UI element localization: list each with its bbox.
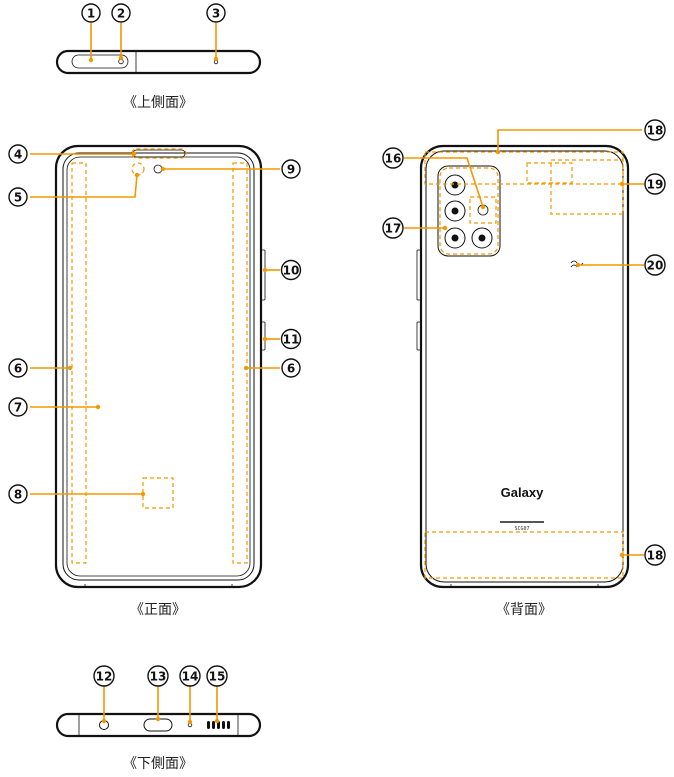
callout-5: 5 <box>8 187 28 207</box>
leader-16 <box>404 157 484 208</box>
top-side-view: 1 2 3 《上側面》 <box>55 3 262 111</box>
callout-20: 20 <box>644 254 666 276</box>
bottom-view-label: 《下側面》 <box>123 756 193 772</box>
rear-camera-1 <box>444 174 466 196</box>
callout-7: 7 <box>8 397 28 417</box>
regulatory-print-line <box>500 521 544 523</box>
svg-text:20: 20 <box>647 259 664 273</box>
side-key <box>260 321 266 351</box>
callout-14: 14 <box>179 665 201 687</box>
front-bezel <box>62 152 255 581</box>
back-right-antenna-area <box>550 159 624 215</box>
receiver-area <box>131 148 187 159</box>
leader-5 <box>30 174 138 198</box>
front-body <box>54 144 263 589</box>
svg-text:14: 14 <box>182 670 199 684</box>
svg-text:10: 10 <box>283 264 300 278</box>
leader-3-dot <box>213 56 219 62</box>
callout-1: 1 <box>81 3 101 23</box>
sim-tray <box>71 54 129 69</box>
callout-9: 9 <box>281 159 301 179</box>
svg-text:9: 9 <box>287 163 295 177</box>
callout-4: 4 <box>8 144 28 164</box>
flash-area <box>469 196 497 224</box>
back-side-key <box>416 321 422 351</box>
svg-text:19: 19 <box>647 178 664 192</box>
svg-text:8: 8 <box>14 488 22 502</box>
svg-text:11: 11 <box>283 333 300 347</box>
callout-19: 19 <box>644 173 666 195</box>
brand-logo: Galaxy <box>501 485 544 500</box>
back-inner-area <box>526 162 573 184</box>
callout-18-top: 18 <box>644 119 666 141</box>
callout-10: 10 <box>280 259 302 281</box>
back-panel <box>425 150 624 583</box>
callout-2: 2 <box>111 3 131 23</box>
callout-6-left: 6 <box>8 358 28 378</box>
svg-text:1: 1 <box>87 7 95 21</box>
volume-key <box>260 249 266 301</box>
svg-text:2: 2 <box>117 7 125 21</box>
callout-11: 11 <box>280 328 302 350</box>
back-volume-key <box>416 249 422 301</box>
svg-text:17: 17 <box>385 222 402 236</box>
callout-16: 16 <box>382 147 404 169</box>
svg-text:15: 15 <box>209 670 226 684</box>
callout-8: 8 <box>8 484 28 504</box>
back-view: Galaxy SCG07 18 16 17 <box>382 119 666 618</box>
top-side-body <box>55 49 262 75</box>
leader-18-top <box>497 129 642 152</box>
svg-text:7: 7 <box>14 401 22 415</box>
leader-1-dot <box>88 57 94 63</box>
speaker-grille <box>207 721 230 729</box>
antenna-area-right <box>232 162 248 564</box>
callout-17: 17 <box>382 217 404 239</box>
svg-text:13: 13 <box>150 670 167 684</box>
back-view-label: 《背面》 <box>496 602 552 618</box>
svg-text:6: 6 <box>287 362 295 376</box>
svg-text:4: 4 <box>14 148 22 162</box>
svg-text:3: 3 <box>212 7 220 21</box>
rear-camera-3 <box>444 227 466 249</box>
callout-13: 13 <box>147 665 169 687</box>
callout-18-bottom: 18 <box>644 544 666 566</box>
front-view-label: 《正面》 <box>130 602 186 618</box>
antenna-area-left <box>71 162 87 564</box>
front-view: 4 5 6 7 8 9 10 11 <box>8 144 302 618</box>
leader-2-dot <box>118 55 124 61</box>
svg-text:5: 5 <box>14 191 22 205</box>
bottom-side-view: 12 13 14 15 《下側面》 <box>55 665 262 772</box>
svg-text:12: 12 <box>96 670 113 684</box>
callout-12: 12 <box>93 665 115 687</box>
model-number: SCG07 <box>514 526 529 532</box>
camera-module-area <box>439 167 499 255</box>
callout-6-right: 6 <box>281 358 301 378</box>
rear-camera-4 <box>471 227 493 249</box>
svg-text:18: 18 <box>647 549 664 563</box>
svg-text:6: 6 <box>14 362 22 376</box>
rear-camera-2 <box>444 200 466 222</box>
callout-3: 3 <box>206 3 226 23</box>
svg-text:18: 18 <box>647 124 664 138</box>
svg-text:16: 16 <box>385 152 402 166</box>
callout-15: 15 <box>206 665 228 687</box>
top-view-label: 《上側面》 <box>123 95 193 111</box>
